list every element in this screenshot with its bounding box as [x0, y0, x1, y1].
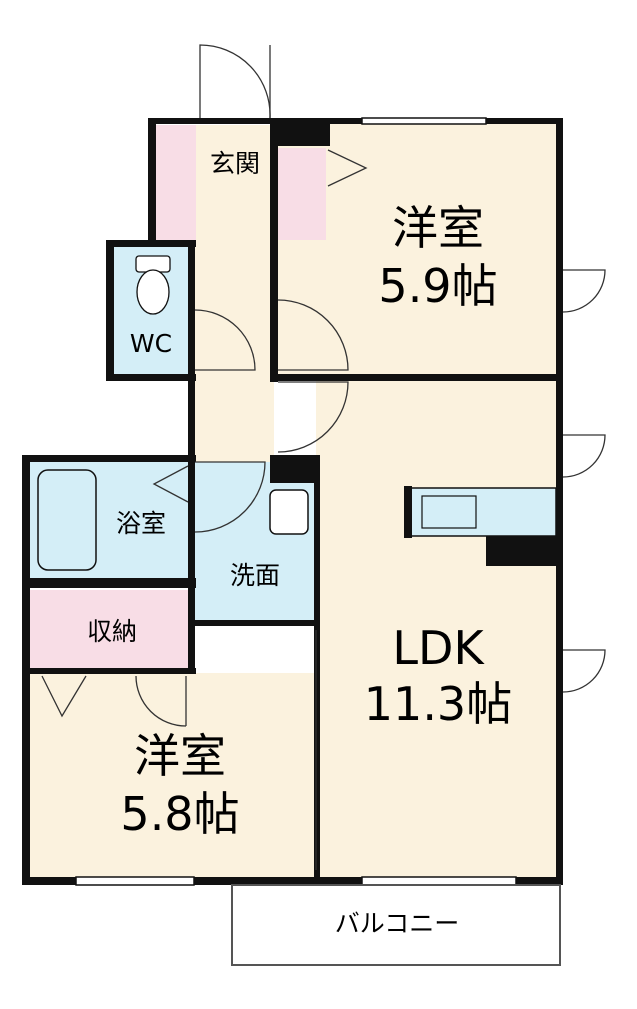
wall: [106, 240, 114, 380]
wall: [106, 240, 196, 247]
wall: [556, 118, 563, 878]
wall: [270, 118, 330, 146]
side-window-1: [562, 269, 606, 313]
side-window-2: [562, 434, 606, 478]
closet-1-floor: [278, 148, 326, 240]
wall: [270, 146, 278, 382]
wall: [188, 462, 195, 672]
wall: [148, 118, 156, 242]
balcony-label: バルコニー: [335, 909, 460, 938]
wc-door-arc: [194, 309, 256, 371]
bedroom-1-size: 5.9帖: [378, 259, 497, 313]
wall: [22, 877, 563, 885]
genkan-floor: [156, 125, 196, 240]
bedroom-2-floor: [29, 673, 314, 877]
wall: [188, 247, 195, 462]
bedroom-1-door-arc: [277, 299, 349, 371]
wall: [148, 118, 270, 124]
entrance-door-arc: [199, 44, 271, 119]
kitchen-sink: [421, 495, 477, 529]
ldk-floor: [316, 380, 556, 877]
window: [75, 876, 195, 886]
wall: [270, 455, 320, 483]
bedroom-2-size: 5.8帖: [120, 787, 239, 841]
doors: [41, 44, 606, 870]
wall: [22, 668, 196, 674]
wall: [195, 620, 320, 626]
closet-1-door: [327, 149, 368, 187]
ldk-size: 11.3帖: [364, 677, 512, 731]
genkan-label: 玄関: [210, 149, 260, 178]
ldk-door-arc: [277, 381, 349, 453]
wc-label: WC: [130, 329, 172, 358]
ldk-name: LDK: [392, 621, 485, 675]
bathtub: [37, 469, 97, 571]
wall: [106, 374, 196, 381]
storage-door: [41, 675, 87, 718]
washroom-floor: [194, 462, 314, 620]
wall: [314, 455, 320, 885]
wash-basin: [269, 489, 309, 535]
hallway-floor: [194, 125, 274, 465]
wall: [22, 578, 196, 588]
bedroom-2-door-arc: [135, 675, 187, 727]
storage-label: 収納: [87, 617, 137, 646]
balcony: [231, 884, 561, 966]
bath-door: [152, 465, 189, 503]
window: [361, 876, 517, 886]
wall: [22, 455, 196, 462]
wall: [486, 536, 562, 566]
storage-floor: [30, 590, 190, 670]
windows: [75, 117, 517, 886]
floor-areas: [29, 121, 557, 877]
side-window-3: [562, 649, 606, 693]
wash-door-arc: [194, 461, 266, 533]
wall: [270, 374, 562, 381]
window: [361, 117, 487, 125]
bath-label: 浴室: [116, 509, 166, 538]
wall: [404, 486, 412, 538]
bedroom-2-name: 洋室: [134, 729, 226, 783]
bedroom-1-name: 洋室: [392, 201, 484, 255]
washroom-label: 洗面: [230, 561, 280, 590]
toilet-bowl: [136, 269, 170, 315]
